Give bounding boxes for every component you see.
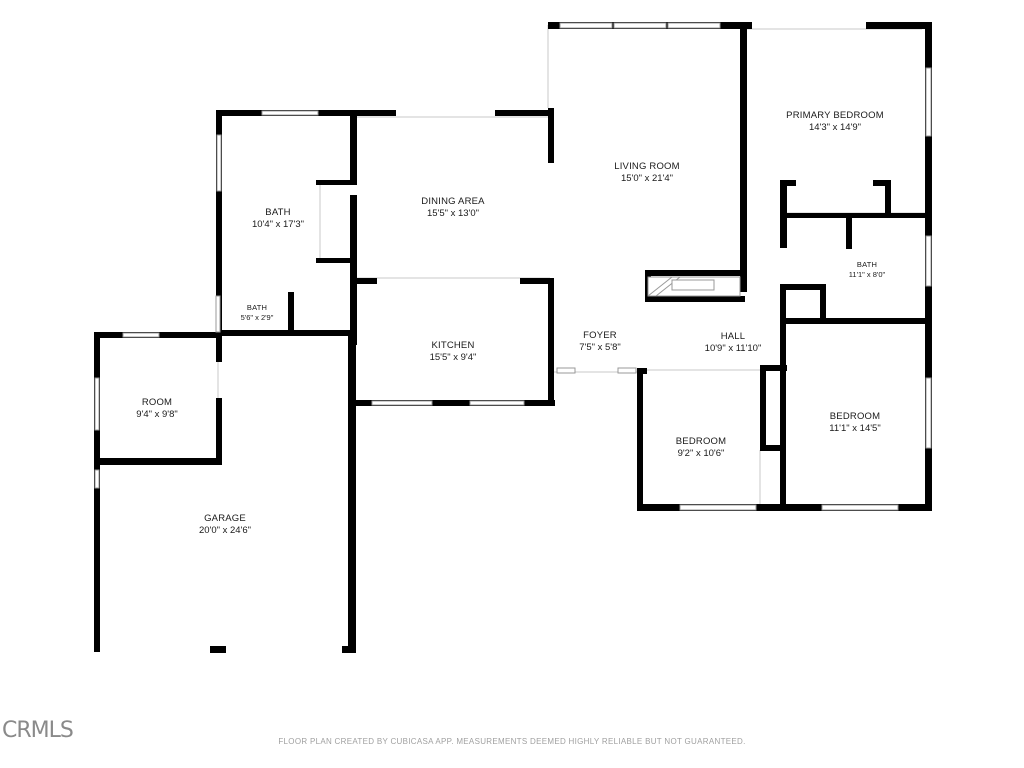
wall bbox=[548, 278, 554, 406]
wall bbox=[780, 180, 796, 186]
wall bbox=[348, 330, 356, 652]
room-dimensions: 7'5" x 5'8" bbox=[579, 342, 621, 353]
wall bbox=[780, 318, 932, 324]
windows bbox=[94, 22, 932, 511]
wall bbox=[210, 646, 226, 653]
window bbox=[559, 22, 613, 29]
room-name: HALL bbox=[721, 331, 746, 342]
window bbox=[821, 504, 899, 511]
room-labels: PRIMARY BEDROOM 14'3" x 14'9" LIVING ROO… bbox=[136, 110, 885, 536]
wall bbox=[520, 278, 553, 284]
room-dimensions: 9'2" x 10'6" bbox=[678, 448, 725, 459]
window bbox=[679, 504, 757, 511]
wall bbox=[216, 398, 222, 464]
window bbox=[261, 110, 319, 116]
room-name: BATH bbox=[857, 260, 877, 269]
wall bbox=[645, 296, 745, 302]
wall bbox=[637, 368, 643, 510]
wall bbox=[216, 330, 356, 336]
room-name: FOYER bbox=[583, 330, 617, 341]
room-dimensions: 10'4" x 17'3" bbox=[252, 219, 304, 230]
window bbox=[617, 367, 637, 374]
window bbox=[94, 469, 100, 489]
room-name: DINING AREA bbox=[421, 196, 485, 207]
window bbox=[556, 367, 576, 374]
room-dimensions: 20'0" x 24'6" bbox=[199, 525, 251, 536]
room-dimensions: 15'5" x 9'4" bbox=[430, 352, 477, 363]
window bbox=[216, 134, 222, 192]
wall bbox=[316, 180, 354, 185]
window bbox=[925, 67, 932, 137]
wall bbox=[873, 180, 891, 186]
wall bbox=[350, 195, 357, 345]
room-dimensions: 15'5" x 13'0" bbox=[427, 208, 479, 219]
wall bbox=[740, 22, 747, 292]
room-name: BATH bbox=[247, 303, 267, 312]
fireplace bbox=[647, 276, 741, 297]
wall bbox=[94, 458, 222, 465]
wall bbox=[637, 368, 647, 374]
wall bbox=[846, 213, 852, 249]
window bbox=[122, 332, 160, 338]
wall bbox=[288, 292, 294, 332]
wall bbox=[780, 213, 930, 218]
wall bbox=[216, 110, 222, 335]
wall bbox=[357, 278, 377, 284]
wall bbox=[637, 504, 932, 511]
room-dimensions: 11'1" x 14'5" bbox=[829, 423, 880, 434]
wall bbox=[645, 270, 745, 276]
footer-disclaimer: FLOOR PLAN CREATED BY CUBICASA APP. MEAS… bbox=[278, 737, 746, 746]
wall bbox=[866, 22, 932, 29]
wall bbox=[342, 646, 356, 653]
room-name: GARAGE bbox=[204, 513, 246, 524]
window bbox=[613, 22, 667, 29]
thin-lines bbox=[217, 25, 925, 505]
room-name: BEDROOM bbox=[830, 411, 881, 422]
room-dimensions: 10'9" x 11'10" bbox=[705, 343, 762, 354]
room-name: LIVING ROOM bbox=[614, 161, 680, 172]
window bbox=[469, 400, 525, 406]
wall bbox=[780, 180, 787, 220]
room-name: ROOM bbox=[142, 397, 172, 408]
window bbox=[925, 377, 932, 449]
room-name: BATH bbox=[265, 207, 290, 218]
wall bbox=[216, 332, 222, 362]
wall bbox=[780, 284, 826, 290]
wall bbox=[350, 110, 357, 185]
room-dimensions: 14'3" x 14'9" bbox=[809, 122, 861, 133]
room-dimensions: 5'6" x 2'9" bbox=[241, 313, 274, 322]
wall bbox=[350, 400, 555, 406]
window bbox=[371, 400, 433, 406]
room-name: KITCHEN bbox=[431, 340, 474, 351]
wall bbox=[94, 332, 100, 652]
window bbox=[667, 22, 721, 29]
wall bbox=[780, 213, 787, 248]
room-dimensions: 9'4" x 9'8" bbox=[136, 409, 178, 420]
window bbox=[925, 235, 932, 287]
room-name: BEDROOM bbox=[676, 436, 727, 447]
wall bbox=[885, 180, 891, 218]
crmls-logo: CRMLS bbox=[2, 718, 74, 743]
wall bbox=[820, 284, 826, 322]
wall bbox=[495, 110, 553, 116]
wall bbox=[548, 108, 554, 163]
room-dimensions: 15'0" x 21'4" bbox=[621, 173, 673, 184]
wall bbox=[760, 445, 786, 451]
room-dimensions: 11'1" x 8'0" bbox=[849, 270, 886, 279]
wall bbox=[316, 258, 354, 263]
walls bbox=[94, 22, 932, 653]
window bbox=[215, 295, 221, 333]
window bbox=[94, 377, 100, 431]
wall bbox=[760, 365, 787, 371]
room-name: PRIMARY BEDROOM bbox=[786, 110, 884, 121]
wall bbox=[760, 365, 766, 450]
wall bbox=[780, 284, 786, 504]
